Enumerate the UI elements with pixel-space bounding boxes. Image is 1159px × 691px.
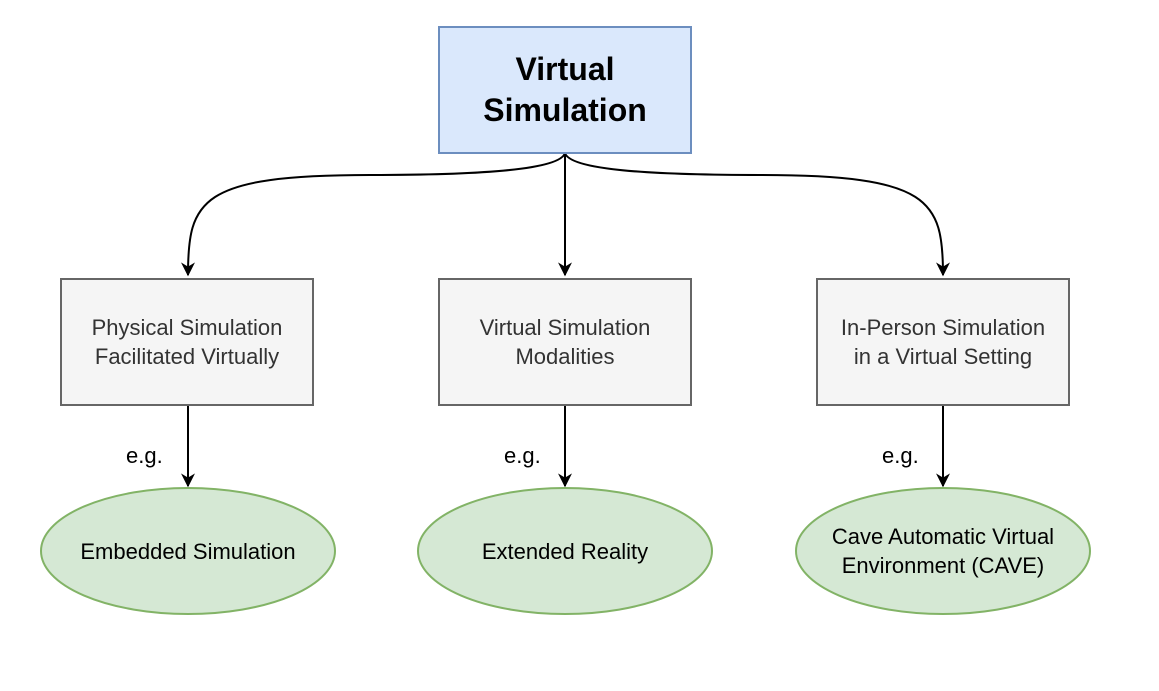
edge-label-eg: e.g. — [126, 443, 163, 468]
edge-label-eg: e.g. — [504, 443, 541, 468]
category-label-modalities: Virtual Simulation Modalities — [479, 315, 651, 369]
example-label-cave: Cave Automatic Virtual Environment (CAVE… — [831, 524, 1055, 578]
category-node-box — [60, 278, 314, 406]
example-label-xr: Extended Reality — [481, 538, 649, 564]
example-node-ellipse — [40, 487, 336, 615]
root-node-box — [438, 26, 692, 154]
root-node-label: Virtual Simulation — [483, 51, 647, 128]
category-label-inperson: In-Person Simulation in a Virtual Settin… — [840, 315, 1046, 369]
example-node-ellipse — [417, 487, 713, 615]
edge-root-to-inperson — [564, 152, 950, 277]
example-node-ellipse — [795, 487, 1091, 615]
category-node-box — [438, 278, 692, 406]
edge-root-to-physical — [181, 152, 566, 277]
edge-label-eg: e.g. — [882, 443, 919, 468]
category-label-physical: Physical Simulation Facilitated Virtuall… — [91, 315, 283, 369]
example-label-embedded: Embedded Simulation — [80, 538, 296, 564]
category-node-box — [816, 278, 1070, 406]
